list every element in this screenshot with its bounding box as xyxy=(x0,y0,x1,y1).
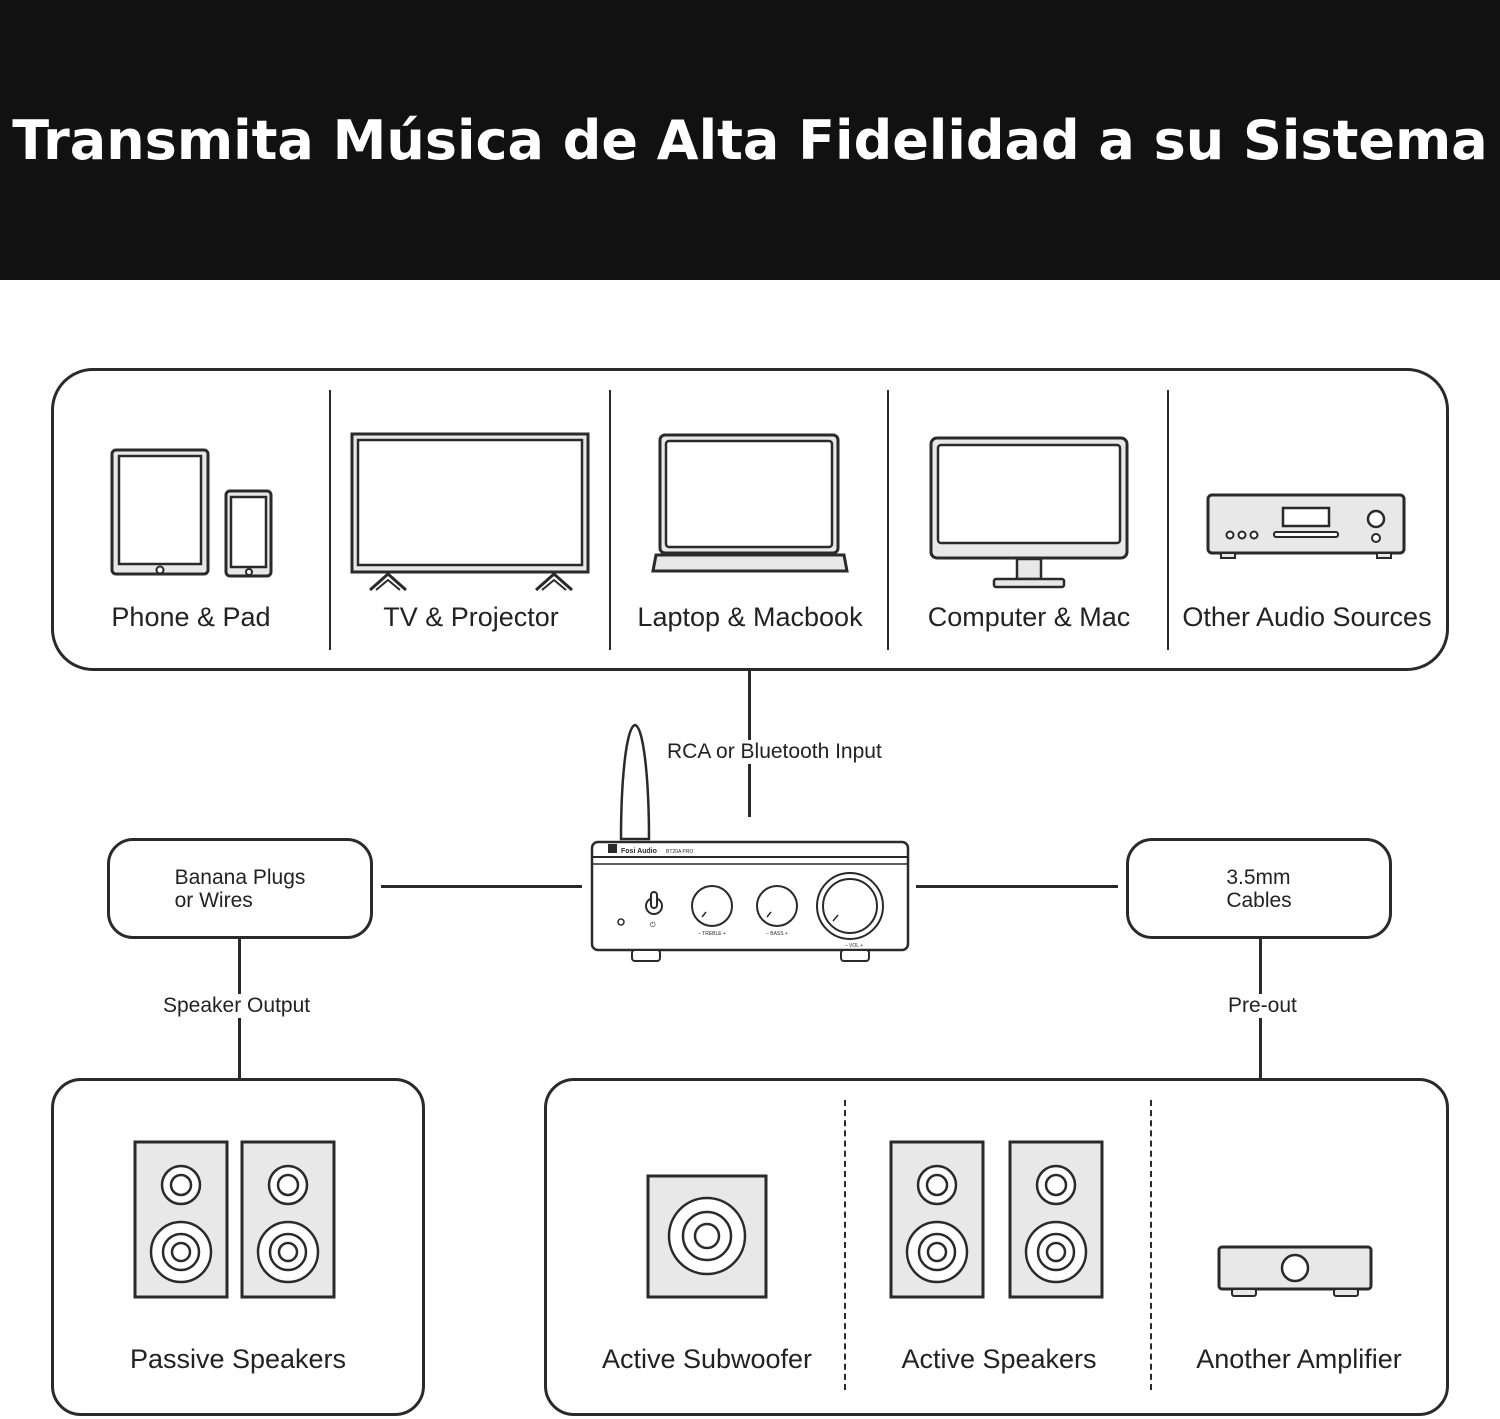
svg-text:⏻: ⏻ xyxy=(650,921,656,929)
page-title: Transmita Música de Alta Fidelidad a su … xyxy=(12,108,1488,172)
passive-speakers-icon xyxy=(133,1140,336,1299)
output-label-passive: Passive Speakers xyxy=(129,1344,347,1374)
cable-box-banana: Banana Plugs or Wires xyxy=(107,838,373,939)
right-connector xyxy=(916,885,1118,888)
tv-icon xyxy=(350,432,590,592)
divider xyxy=(1167,390,1169,650)
divider xyxy=(844,1100,846,1390)
source-label-phone-pad: Phone & Pad xyxy=(111,602,271,632)
phone-tablet-icon xyxy=(110,448,273,578)
divider xyxy=(887,390,889,650)
cable-label-35mm: 3.5mm Cables xyxy=(1226,865,1292,912)
divider xyxy=(1150,1100,1152,1390)
output-label-amplifier: Another Amplifier xyxy=(1196,1344,1402,1374)
treble-label: – TREBLE + xyxy=(698,931,726,937)
output-label-active: Active Speakers xyxy=(901,1344,1097,1374)
source-label-laptop: Laptop & Macbook xyxy=(637,602,863,632)
passive-speakers-panel xyxy=(51,1078,425,1416)
cable-label-banana: Banana Plugs or Wires xyxy=(174,865,306,912)
divider xyxy=(329,390,331,650)
another-amplifier-icon xyxy=(1217,1245,1373,1297)
laptop-icon xyxy=(651,433,849,573)
amplifier-brand: Fosi Audio xyxy=(621,848,657,855)
source-label-tv: TV & Projector xyxy=(383,602,559,632)
pre-out-label: Pre-out xyxy=(1226,994,1299,1018)
input-label: RCA or Bluetooth Input xyxy=(667,740,882,764)
amplifier-icon: Fosi Audio BT20A PRO ⏻ – TREBLE + – BASS… xyxy=(590,723,910,962)
source-label-computer: Computer & Mac xyxy=(927,602,1131,632)
audio-player-icon xyxy=(1206,493,1406,559)
divider xyxy=(609,390,611,650)
cable-box-35mm: 3.5mm Cables xyxy=(1126,838,1392,939)
subwoofer-icon xyxy=(646,1174,768,1299)
volume-label: – VOL + xyxy=(845,943,863,949)
speaker-output-label: Speaker Output xyxy=(161,994,313,1018)
header-banner: Transmita Música de Alta Fidelidad a su … xyxy=(0,0,1500,280)
monitor-icon xyxy=(929,436,1129,589)
output-label-subwoofer: Active Subwoofer xyxy=(601,1344,813,1374)
amplifier-model: BT20A PRO xyxy=(666,849,693,855)
source-label-other: Other Audio Sources xyxy=(1182,602,1432,632)
bass-label: – BASS + xyxy=(766,931,788,937)
left-connector xyxy=(381,885,582,888)
active-speakers-icon xyxy=(889,1140,1104,1299)
